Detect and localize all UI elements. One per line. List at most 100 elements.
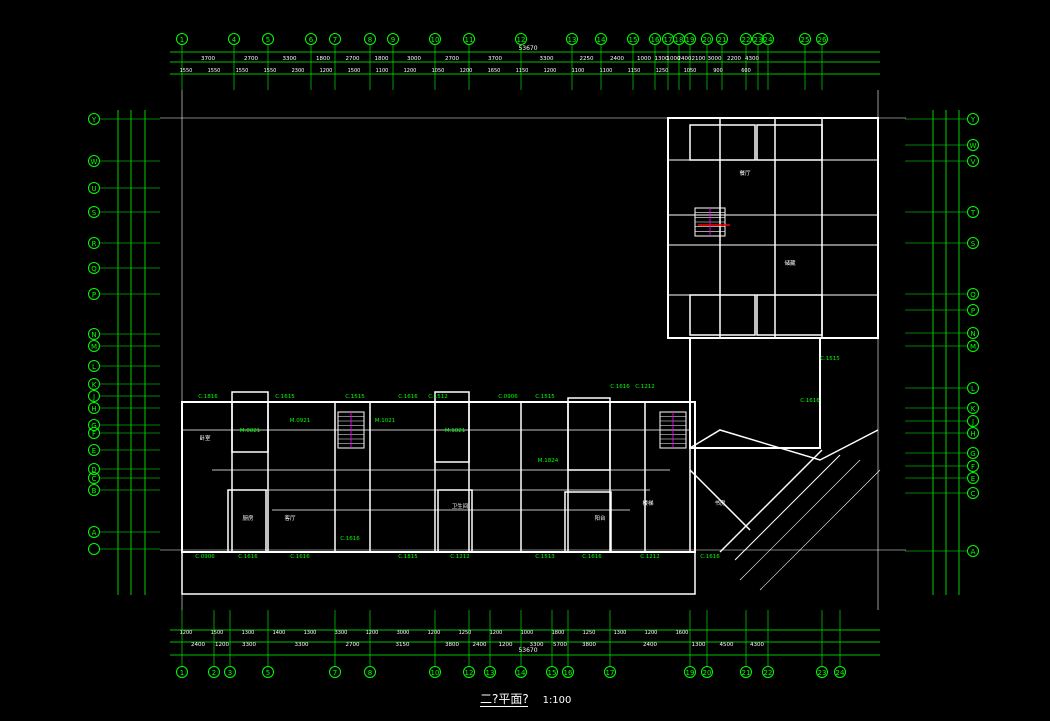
axis-left-15-circle: [88, 427, 100, 439]
window-label: C.1515: [535, 394, 555, 400]
axis-left-5-circle: [88, 237, 100, 249]
room-label: 餐厅: [739, 169, 751, 177]
axis-left-12: J: [92, 393, 95, 401]
axis-bottom-7-circle: [429, 666, 441, 678]
dim-bottom-r1: 3150: [396, 642, 410, 648]
axis-bottom-2: 2: [212, 669, 216, 677]
axis-right-7-circle: [967, 304, 979, 316]
dim-top-r1: 2700: [445, 56, 459, 62]
dim-bottom-r1: 3300: [295, 642, 309, 648]
window-label: C.0906: [498, 394, 518, 400]
axis-bottom-19: 24: [836, 669, 845, 677]
axis-left-14: G: [91, 422, 96, 430]
room-label: 阳台: [594, 514, 606, 522]
dim-bottom-r2: 1200: [366, 630, 379, 636]
window-label: C.1616: [700, 554, 720, 560]
axis-bottom-17-circle: [762, 666, 774, 678]
room-label: 厨房: [242, 514, 254, 522]
lower-room-box: [231, 391, 269, 453]
axis-bottom-4: 5: [266, 669, 270, 677]
room-label: 卧室: [199, 434, 211, 442]
dim-bottom-r1: 2400: [473, 642, 487, 648]
dim-bottom-r1: 1200: [215, 642, 229, 648]
axis-top-12: 14: [597, 36, 606, 44]
axis-top-24-circle: [816, 33, 828, 45]
lower-balcony-strip: [181, 551, 696, 595]
window-label: C.1616: [582, 554, 602, 560]
axis-top-16: 18: [675, 36, 684, 44]
tower-room-box: [756, 124, 823, 161]
dim-top-r2: 1100: [376, 68, 389, 74]
axis-top-14: 16: [651, 36, 660, 44]
dim-bottom-r2: 1200: [645, 630, 658, 636]
tower-room-box: [756, 294, 823, 336]
axis-top-9: 11: [465, 36, 474, 44]
axis-bottom-8: 12: [465, 669, 474, 677]
dim-bottom-r1: 3300: [242, 642, 256, 648]
axis-right-15-circle: [967, 460, 979, 472]
wing-top-edge: [689, 429, 879, 461]
room-label: 客厅: [284, 514, 296, 522]
dim-bottom-r2: 1300: [304, 630, 317, 636]
dim-top-r1: 2400: [610, 56, 624, 62]
axis-right-6-circle: [967, 288, 979, 300]
axis-left-2: W: [91, 158, 98, 166]
dim-top-r1: 1000: [637, 56, 651, 62]
dim-top-r2: 1200: [404, 68, 417, 74]
dim-bottom-r2: 1300: [242, 630, 255, 636]
dim-top-r2: 1050: [432, 68, 445, 74]
dim-top-r1: 3700: [201, 56, 215, 62]
axis-top-13-circle: [627, 33, 639, 45]
window-label: C.1815: [398, 554, 418, 560]
dim-bottom-r1: 5700: [553, 642, 567, 648]
axis-top-6-circle: [364, 33, 376, 45]
window-label: C.1616: [398, 394, 418, 400]
axis-left-18: C: [92, 475, 97, 483]
wing-outer-diag-2: [734, 454, 841, 561]
dim-bottom-r1: 4300: [750, 642, 764, 648]
axis-top-5-circle: [329, 33, 341, 45]
dim-top-r1: 2700: [244, 56, 258, 62]
dim-bottom-r2: 1300: [614, 630, 627, 636]
axis-left-9-circle: [88, 340, 100, 352]
window-label: C.1616: [610, 384, 630, 390]
dim-bottom-total: 53670: [518, 647, 537, 654]
axis-top-11: 13: [568, 36, 577, 44]
axis-top-8: 10: [431, 36, 440, 44]
door-label: M.0821: [240, 428, 261, 434]
axis-right-1-circle: [967, 113, 979, 125]
axis-right-16-circle: [967, 472, 979, 484]
tower-room-box: [689, 124, 756, 161]
dim-bottom-r1: 3800: [582, 642, 596, 648]
axis-top-19-circle: [716, 33, 728, 45]
axis-left-6: Q: [91, 265, 97, 273]
title-underline: [480, 706, 528, 707]
dim-top-r1: 2100: [692, 56, 706, 62]
axis-right-6: Q: [970, 291, 976, 299]
axis-right-1: Y: [970, 116, 976, 124]
axis-right-13-circle: [967, 427, 979, 439]
tower-room-box: [689, 294, 756, 336]
axis-bottom-18: 23: [818, 669, 827, 677]
axis-top-15: 17: [664, 36, 673, 44]
room-label: 书房: [714, 499, 726, 507]
dim-bottom-r1: 2700: [346, 642, 360, 648]
axis-top-4: 6: [309, 36, 314, 44]
axis-top-22-circle: [762, 33, 774, 45]
dim-top-r1: 2700: [346, 56, 360, 62]
axis-top-13: 15: [629, 36, 638, 44]
axis-bottom-2-circle: [208, 666, 220, 678]
axis-bottom-10-circle: [515, 666, 527, 678]
lower-room-box: [567, 397, 611, 471]
axis-left-5: R: [92, 240, 97, 248]
axis-bottom-11-circle: [546, 666, 558, 678]
door-label: M.1821: [445, 428, 466, 434]
axis-bottom-19-circle: [834, 666, 846, 678]
door-label: M.1021: [375, 418, 396, 424]
dim-bottom-r2: 1000: [521, 630, 534, 636]
axis-left-14-circle: [88, 419, 100, 431]
axis-top-6: 8: [368, 36, 372, 44]
lower-room-box: [434, 391, 470, 463]
dim-top-r1: 3000: [407, 56, 421, 62]
